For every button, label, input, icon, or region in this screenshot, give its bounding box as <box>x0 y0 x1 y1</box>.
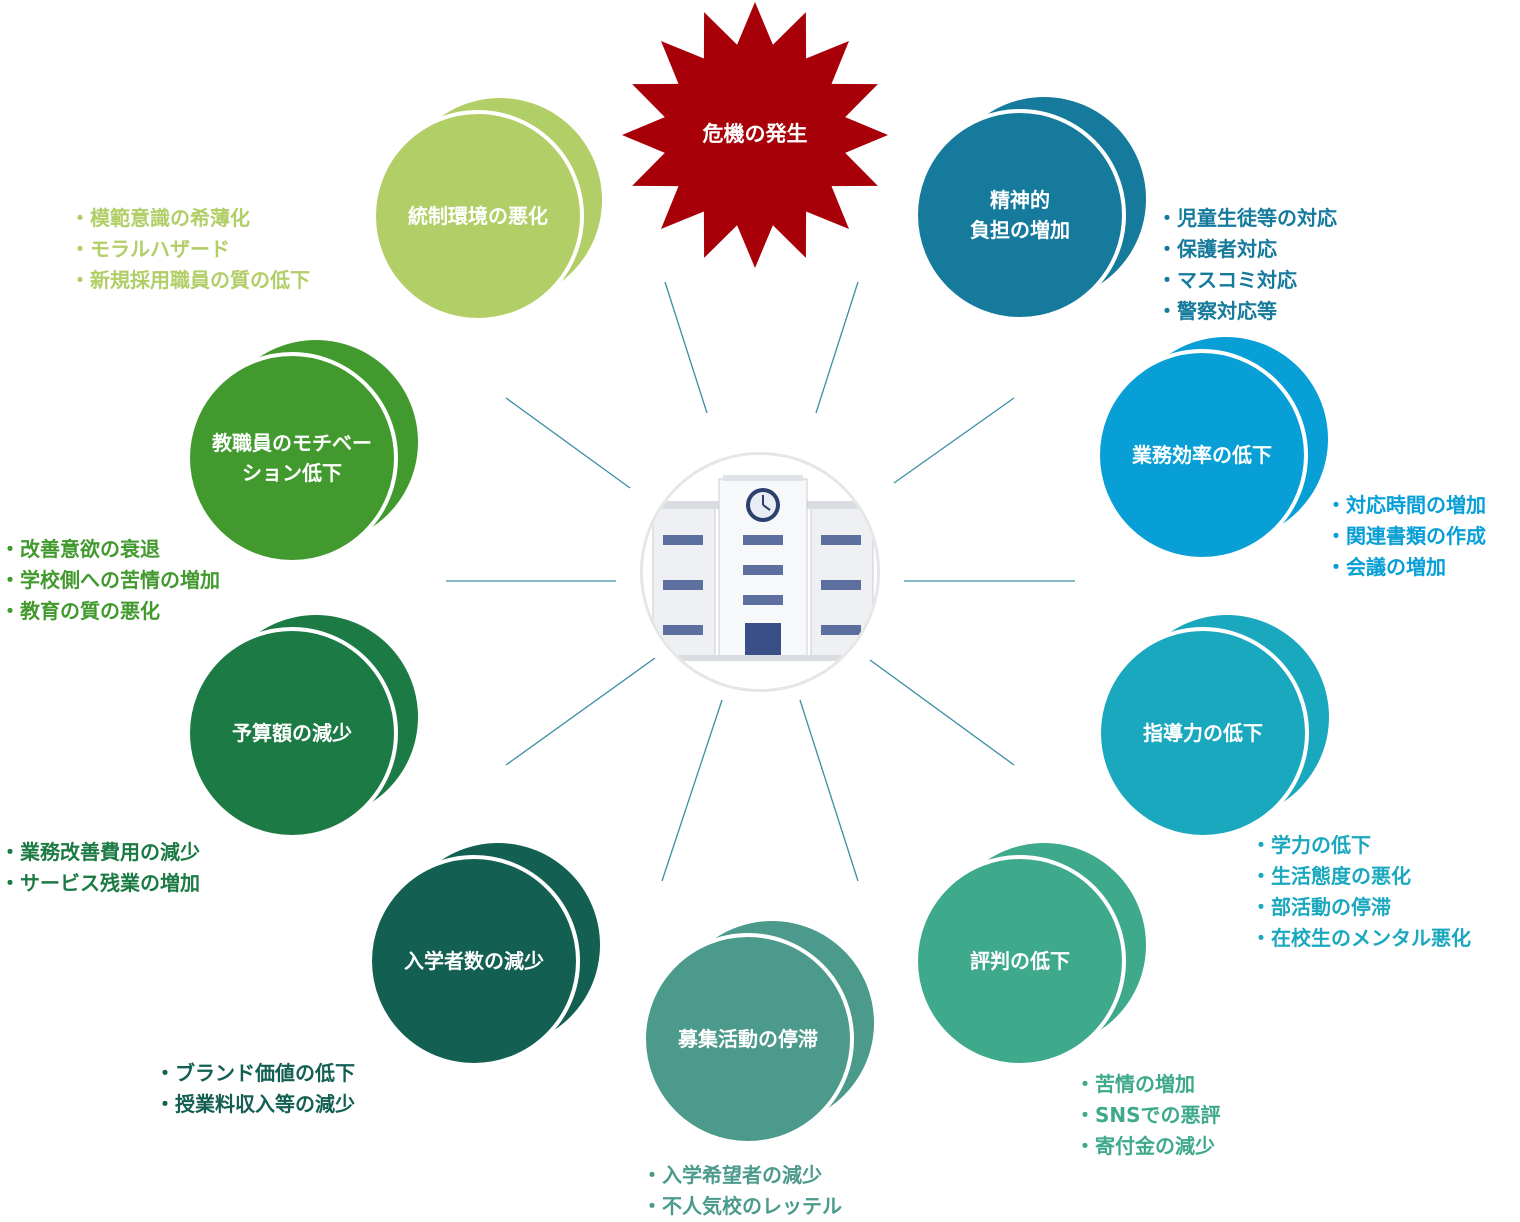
bullet-item: 学力の低下 <box>1251 830 1471 861</box>
bullet-item: 保護者対応 <box>1157 234 1337 265</box>
connector-line <box>505 657 656 766</box>
bullet-item: 会議の増加 <box>1326 552 1486 583</box>
bullets-enrollment-decrease: ブランド価値の低下 授業料収入等の減少 <box>155 1058 355 1120</box>
node-circle: 教職員のモチベー ション低下 <box>186 352 398 564</box>
connector-line <box>505 397 631 489</box>
bullet-item: モラルハザード <box>70 234 310 265</box>
bullet-item: マスコミ対応 <box>1157 265 1337 296</box>
bullet-item: ブランド価値の低下 <box>155 1058 355 1089</box>
bullets-mental-burden: 児童生徒等の対応 保護者対応 マスコミ対応 警察対応等 <box>1157 203 1337 327</box>
bullet-item: 寄付金の減少 <box>1075 1131 1221 1162</box>
connector-line <box>664 281 708 414</box>
bullet-item: 学校側への苦情の増加 <box>0 565 220 596</box>
crisis-starburst-icon <box>622 2 888 268</box>
connector-line <box>815 281 859 414</box>
bullets-work-efficiency: 対応時間の増加 関連書類の作成 会議の増加 <box>1326 490 1486 583</box>
node-label: 精神的 負担の増加 <box>970 188 1070 242</box>
crisis-label: 危機の発生 <box>702 122 808 146</box>
node-label: 募集活動の停滞 <box>678 1027 818 1051</box>
bullet-item: SNSでの悪評 <box>1075 1100 1221 1131</box>
bullet-item: 不人気校のレッテル <box>642 1191 842 1222</box>
node-mental-burden: 精神的 負担の増加 <box>914 97 1148 323</box>
bullets-teaching-ability: 学力の低下 生活態度の悪化 部活動の停滞 在校生のメンタル悪化 <box>1251 830 1471 954</box>
bullet-item: 児童生徒等の対応 <box>1157 203 1337 234</box>
bullet-item: サービス残業の増加 <box>0 868 200 899</box>
node-budget-decrease: 予算額の減少 <box>186 615 420 841</box>
node-enrollment-decrease: 入学者数の減少 <box>368 843 602 1069</box>
node-circle: 入学者数の減少 <box>368 855 580 1067</box>
node-circle: 予算額の減少 <box>186 627 398 839</box>
connector-line <box>869 659 1015 766</box>
node-circle: 業務効率の低下 <box>1096 349 1308 561</box>
bullet-item: 模範意識の希薄化 <box>70 203 310 234</box>
node-staff-motivation: 教職員のモチベー ション低下 <box>186 340 420 566</box>
bullet-item: 入学希望者の減少 <box>642 1160 842 1191</box>
school-building-icon <box>640 452 880 692</box>
bullets-reputation-decline: 苦情の増加 SNSでの悪評 寄付金の減少 <box>1075 1069 1221 1162</box>
bullet-item: 教育の質の悪化 <box>0 596 220 627</box>
connector-line <box>893 397 1015 484</box>
node-circle: 募集活動の停滞 <box>642 933 854 1145</box>
node-label: 教職員のモチベー ション低下 <box>212 431 372 485</box>
node-circle: 統制環境の悪化 <box>372 110 584 322</box>
node-work-efficiency: 業務効率の低下 <box>1096 337 1330 563</box>
bullets-staff-motivation: 改善意欲の衰退 学校側への苦情の増加 教育の質の悪化 <box>0 534 220 627</box>
node-circle: 評判の低下 <box>914 855 1126 1067</box>
node-label: 統制環境の悪化 <box>408 204 548 228</box>
bullets-control-environment: 模範意識の希薄化 モラルハザード 新規採用職員の質の低下 <box>70 203 310 296</box>
node-circle: 精神的 負担の増加 <box>914 109 1126 321</box>
bullet-item: 部活動の停滞 <box>1251 892 1471 923</box>
bullet-item: 授業料収入等の減少 <box>155 1089 355 1120</box>
bullet-item: 対応時間の増加 <box>1326 490 1486 521</box>
bullet-item: 在校生のメンタル悪化 <box>1251 923 1471 954</box>
node-control-environment: 統制環境の悪化 <box>372 98 604 323</box>
node-circle: 指導力の低下 <box>1097 627 1309 839</box>
node-recruitment-stagnation: 募集活動の停滞 <box>642 921 876 1147</box>
bullet-item: 業務改善費用の減少 <box>0 837 200 868</box>
bullet-item: 苦情の増加 <box>1075 1069 1221 1100</box>
node-label: 入学者数の減少 <box>404 949 544 973</box>
bullet-item: 警察対応等 <box>1157 296 1337 327</box>
node-label: 評判の低下 <box>970 949 1070 973</box>
bullet-item: 関連書類の作成 <box>1326 521 1486 552</box>
connector-line <box>799 699 859 882</box>
node-reputation-decline: 評判の低下 <box>914 843 1148 1069</box>
node-label: 予算額の減少 <box>232 721 352 745</box>
bullet-item: 新規採用職員の質の低下 <box>70 265 310 296</box>
connector-line <box>661 699 723 882</box>
bullets-budget-decrease: 業務改善費用の減少 サービス残業の増加 <box>0 837 200 899</box>
bullets-recruitment-stagnation: 入学希望者の減少 不人気校のレッテル <box>642 1160 842 1222</box>
node-label: 指導力の低下 <box>1143 721 1263 745</box>
bullet-item: 生活態度の悪化 <box>1251 861 1471 892</box>
bullet-item: 改善意欲の衰退 <box>0 534 220 565</box>
node-label: 業務効率の低下 <box>1132 443 1272 467</box>
node-teaching-ability: 指導力の低下 <box>1097 615 1331 841</box>
